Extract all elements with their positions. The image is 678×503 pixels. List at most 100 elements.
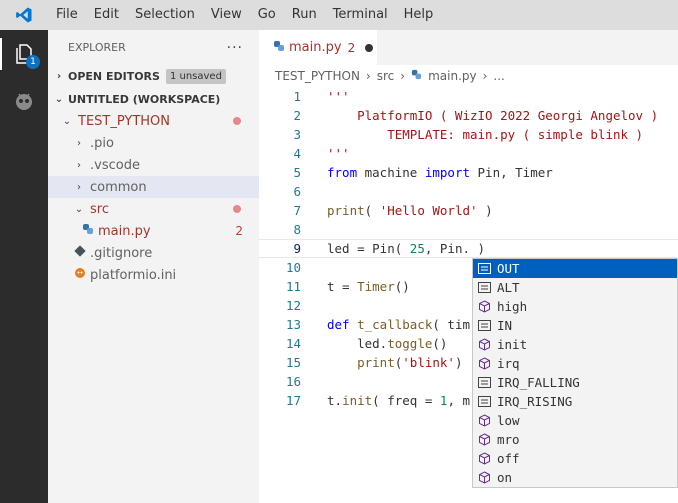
- suggestion-item[interactable]: off: [473, 449, 677, 468]
- workspace-section[interactable]: ⌄ UNTITLED (WORKSPACE): [48, 88, 259, 110]
- line-number: 1: [293, 89, 301, 104]
- suggestion-item[interactable]: on: [473, 468, 677, 487]
- suggestion-item[interactable]: init: [473, 335, 677, 354]
- line-number: 9: [293, 241, 301, 256]
- suggestion-item[interactable]: IRQ_FALLING: [473, 373, 677, 392]
- suggestion-item[interactable]: IRQ_RISING: [473, 392, 677, 411]
- field-icon: [477, 319, 491, 333]
- code-token: machine: [357, 165, 425, 180]
- chevron-right-icon: ›: [482, 69, 488, 83]
- suggestion-label: low: [497, 413, 520, 428]
- line-number: 11: [285, 279, 301, 294]
- tree-item-platformio-ini[interactable]: platformio.ini: [48, 264, 259, 286]
- code-text: def t_callback( tim: [327, 317, 470, 332]
- menu-go[interactable]: Go: [257, 7, 276, 22]
- python-file-icon: [273, 40, 285, 56]
- code-line: 10: [259, 258, 678, 277]
- code-line: 6: [259, 182, 678, 201]
- project-label: TEST_PYTHON: [78, 113, 171, 129]
- suggestion-label: ALT: [497, 280, 520, 295]
- suggestion-item[interactable]: high: [473, 297, 677, 316]
- suggestion-item[interactable]: OUT: [473, 259, 677, 278]
- menu-view[interactable]: View: [210, 7, 242, 22]
- code-text: print('blink'): [327, 355, 462, 370]
- keyword: from: [327, 165, 358, 180]
- explorer-badge: 1: [26, 55, 40, 69]
- open-editors-label: OPEN EDITORS: [68, 69, 160, 83]
- field-icon: [477, 395, 491, 409]
- function-name: init: [342, 393, 373, 408]
- chevron-down-icon: ⌄: [74, 203, 84, 215]
- tree-item-test-python[interactable]: ⌄ TEST_PYTHON: [48, 110, 259, 132]
- menu-file[interactable]: File: [56, 7, 78, 22]
- code-text: t.init( freq = 1, m: [327, 393, 470, 408]
- function-name: t_callback: [349, 317, 433, 332]
- code-line-current: 9 led = Pin( 25, Pin. ): [259, 239, 678, 258]
- suggestion-item[interactable]: irq: [473, 354, 677, 373]
- suggestion-label: IRQ_FALLING: [497, 375, 580, 390]
- chevron-right-icon: ›: [77, 159, 81, 171]
- tree-item-label: .vscode: [90, 157, 140, 173]
- string: 'Hello World': [379, 203, 478, 218]
- tab-main-py[interactable]: main.py 2: [259, 30, 377, 65]
- code-text: ''': [327, 89, 350, 104]
- line-number: 8: [293, 222, 301, 237]
- line-number: 6: [293, 184, 301, 199]
- suggestion-item[interactable]: ALT: [473, 278, 677, 297]
- line-number: 3: [293, 127, 301, 142]
- tree-item-src[interactable]: ⌄ src: [48, 198, 259, 220]
- menu-edit[interactable]: Edit: [93, 7, 119, 22]
- explorer-sidebar: EXPLORER ··· › OPEN EDITORS 1 unsaved ⌄ …: [48, 30, 259, 503]
- code-token: Pin, Timer: [470, 165, 553, 180]
- suggestion-item[interactable]: low: [473, 411, 677, 430]
- code-line: 14 led.toggle(): [259, 334, 678, 353]
- tree-item-label: .gitignore: [90, 245, 153, 261]
- unsaved-dot-icon[interactable]: [365, 43, 374, 52]
- code-text: ''': [327, 146, 350, 161]
- tree-item-pio[interactable]: › .pio: [48, 132, 259, 154]
- activity-bar: 1: [0, 30, 48, 503]
- chevron-right-icon: ›: [77, 181, 81, 193]
- code-text: led = Pin( 25, Pin. ): [327, 241, 485, 256]
- method-icon: [477, 433, 491, 447]
- breadcrumb-item[interactable]: src: [376, 69, 395, 83]
- code-text: TEMPLATE: main.py ( simple blink ): [327, 127, 644, 142]
- code-token: (): [432, 336, 448, 351]
- explorer-icon[interactable]: [12, 42, 36, 66]
- code-line: 8: [259, 220, 678, 239]
- tab-label: main.py: [289, 40, 342, 55]
- menu-terminal[interactable]: Terminal: [332, 7, 388, 22]
- tree-item-main-py[interactable]: main.py 2: [48, 220, 259, 242]
- breadcrumb-item[interactable]: ...: [493, 69, 505, 83]
- line-number: 15: [285, 355, 301, 370]
- menu-run[interactable]: Run: [291, 7, 317, 22]
- code-line: 3 TEMPLATE: main.py ( simple blink ): [259, 125, 678, 144]
- workspace-label: UNTITLED (WORKSPACE): [68, 92, 221, 106]
- tree-item-label: platformio.ini: [90, 267, 177, 283]
- breadcrumb-item[interactable]: TEST_PYTHON: [275, 69, 360, 83]
- platformio-alien-icon[interactable]: [12, 90, 36, 114]
- breadcrumb-item[interactable]: main.py: [428, 69, 477, 83]
- code-token: , Pin. ): [424, 241, 486, 256]
- problem-count: 2: [235, 224, 243, 238]
- tab-problem-count: 2: [347, 40, 356, 55]
- suggestion-label: irq: [497, 356, 520, 371]
- tree-item-gitignore[interactable]: .gitignore: [48, 242, 259, 264]
- code-line: 12: [259, 296, 678, 315]
- suggestion-item[interactable]: mro: [473, 430, 677, 449]
- modified-dot: [233, 117, 241, 125]
- menu-selection[interactable]: Selection: [134, 7, 195, 22]
- tree-item-vscode[interactable]: › .vscode: [48, 154, 259, 176]
- breadcrumb: TEST_PYTHON › src › main.py › ...: [275, 65, 511, 87]
- more-actions-icon[interactable]: ···: [226, 39, 243, 56]
- suggestion-item[interactable]: IN: [473, 316, 677, 335]
- method-icon: [477, 357, 491, 371]
- menu-help[interactable]: Help: [403, 7, 434, 22]
- unsaved-badge: 1 unsaved: [165, 68, 226, 84]
- open-editors-section[interactable]: › OPEN EDITORS 1 unsaved: [48, 65, 259, 87]
- code-token: ): [477, 203, 493, 218]
- tree-item-common[interactable]: › common: [48, 176, 259, 198]
